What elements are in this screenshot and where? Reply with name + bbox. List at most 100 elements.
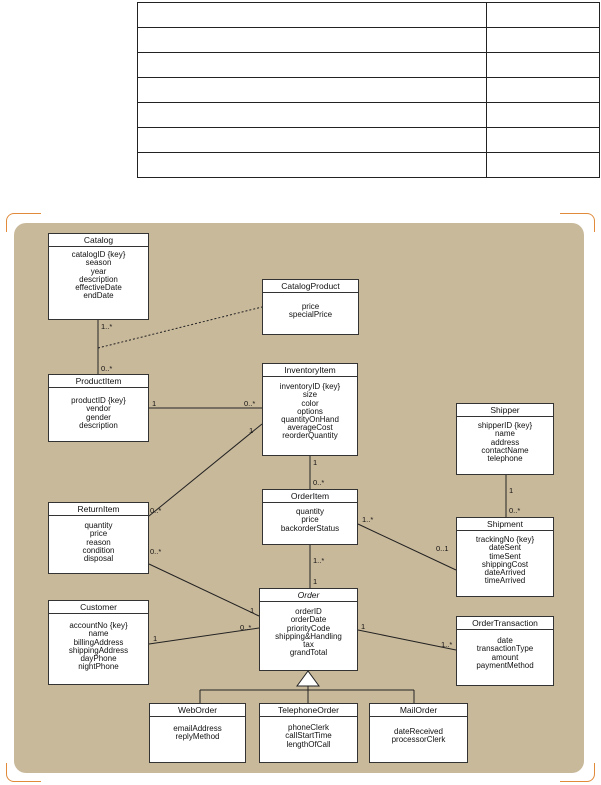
attribute: condition (82, 545, 115, 555)
table-cell (486, 52, 600, 78)
attribute: replyMethod (175, 732, 220, 742)
multiplicity-orderitem-inventory-end: 0..* (313, 478, 325, 487)
attribute: orderDate (290, 615, 327, 625)
attribute: price (301, 515, 319, 525)
attribute: effectiveDate (75, 283, 122, 293)
attribute: endDate (83, 291, 114, 301)
attribute: name (494, 429, 515, 439)
assoc-orderitem-shipment (357, 523, 457, 571)
attribute: name (88, 629, 109, 639)
attribute: shipperID {key} (477, 421, 533, 431)
class-name: InventoryItem (263, 364, 357, 378)
attribute-list: quantity price reason condition disposal (49, 516, 148, 565)
multiplicity-shipment-orderitem-end: 0..1 (436, 544, 449, 553)
attribute: paymentMethod (476, 660, 534, 670)
generalization-triangle (296, 670, 320, 687)
table-cell (137, 77, 487, 103)
class-orderitem: OrderItem quantity price backorderStatus (262, 489, 358, 545)
attribute: disposal (83, 554, 114, 564)
multiplicity-returnitem-inventory-end: 0..* (150, 506, 162, 515)
attribute: accountNo {key} (69, 621, 128, 631)
corner-bracket-bottom-right (560, 763, 595, 782)
attribute: phoneClerk (288, 723, 329, 733)
class-name: Order (260, 589, 357, 603)
attribute: contactName (481, 445, 529, 455)
class-name: WebOrder (150, 704, 245, 718)
attribute: reason (86, 537, 111, 547)
attribute-list: inventoryID {key} size color options qua… (263, 377, 357, 442)
attribute: vendor (86, 404, 111, 414)
attribute: price (301, 302, 320, 312)
class-inventoryitem: InventoryItem inventoryID {key} size col… (262, 363, 358, 456)
attribute: orderID (295, 607, 322, 617)
class-shipment: Shipment trackingNo {key} dateSent timeS… (456, 517, 554, 597)
attribute: transactionType (476, 644, 534, 654)
class-name: Shipper (457, 404, 553, 418)
attribute: quantity (84, 521, 113, 531)
attribute: options (297, 406, 323, 416)
attribute: grandTotal (289, 648, 328, 658)
table-cell (486, 152, 600, 178)
attribute: timeSent (489, 551, 521, 561)
class-name: Catalog (49, 234, 148, 248)
attribute-list: shipperID {key} name address contactName… (457, 417, 553, 465)
attribute-list: quantity price backorderStatus (263, 503, 357, 535)
attribute: address (490, 437, 520, 447)
multiplicity-order-orderitem-end: 1 (313, 577, 318, 586)
attribute: quantity (295, 507, 325, 517)
attribute-list: trackingNo {key} dateSent timeSent shipp… (457, 531, 553, 587)
class-mailorder: MailOrder dateReceived processorClerk (369, 703, 468, 763)
table-cell (137, 102, 487, 128)
attribute-list: emailAddress replyMethod (150, 717, 245, 743)
corner-bracket-top-right (560, 213, 595, 232)
attribute: billingAddress (73, 637, 124, 647)
attribute: trackingNo {key} (475, 535, 535, 545)
attribute: reorderQuantity (282, 431, 338, 441)
attribute: catalogID {key} (71, 250, 126, 260)
attribute: dateReceived (394, 727, 443, 737)
attribute: callStartTime (285, 731, 332, 741)
attribute: season (85, 258, 112, 268)
multiplicity-productitem-catalog-end: 0..* (101, 364, 113, 373)
class-name: ProductItem (49, 375, 148, 389)
class-name: OrderTransaction (457, 617, 553, 631)
multiplicity-inventory-returnitem-end: 1 (249, 426, 254, 435)
class-ordertransaction: OrderTransaction date transactionType am… (456, 616, 554, 686)
attribute: price (89, 529, 108, 539)
attribute: timeArrived (484, 576, 526, 586)
attribute: shippingAddress (68, 645, 129, 655)
multiplicity-customer-order-end: 1 (153, 634, 158, 643)
multiplicity-catalog-end: 1..* (101, 322, 113, 331)
class-order: Order orderID orderDate priorityCode shi… (259, 588, 358, 671)
attribute: inventoryID {key} (279, 382, 341, 392)
attribute: dateArrived (484, 568, 526, 578)
attribute-list: price specialPrice (263, 293, 358, 321)
attribute: size (302, 390, 318, 400)
class-customer: Customer accountNo {key} name billingAdd… (48, 600, 149, 685)
multiplicity-shipper-shipment-end: 1 (509, 486, 514, 495)
attribute: emailAddress (173, 724, 222, 734)
multiplicity-productitem-inventory-end: 1 (152, 399, 157, 408)
assoc-returnitem-order (148, 563, 260, 617)
attribute-list: phoneClerk callStartTime lengthOfCall (260, 717, 357, 751)
attribute: averageCost (287, 423, 333, 433)
multiplicity-returnitem-order-end: 0..* (150, 547, 162, 556)
multiplicity-inventory-orderitem-end: 1 (313, 458, 318, 467)
attribute: backorderStatus (280, 523, 340, 533)
multiplicity-inventory-productitem-end: 0..* (244, 399, 256, 408)
corner-bracket-bottom-left (6, 763, 41, 782)
multiplicity-orderitem-order-end: 1..* (313, 556, 325, 565)
attribute: dateSent (488, 543, 522, 553)
corner-bracket-top-left (6, 213, 41, 232)
multiplicity-shipment-shipper-end: 0..* (509, 506, 521, 515)
class-name: CatalogProduct (263, 280, 358, 294)
table-cell (137, 127, 487, 153)
attribute: productID {key} (71, 396, 126, 406)
attribute: description (79, 274, 118, 284)
attribute-list: accountNo {key} name billingAddress ship… (49, 614, 148, 673)
attribute: tax (303, 640, 314, 650)
class-weborder: WebOrder emailAddress replyMethod (149, 703, 246, 763)
class-name: Customer (49, 601, 148, 615)
multiplicity-order-transaction-end: 1 (361, 622, 366, 631)
